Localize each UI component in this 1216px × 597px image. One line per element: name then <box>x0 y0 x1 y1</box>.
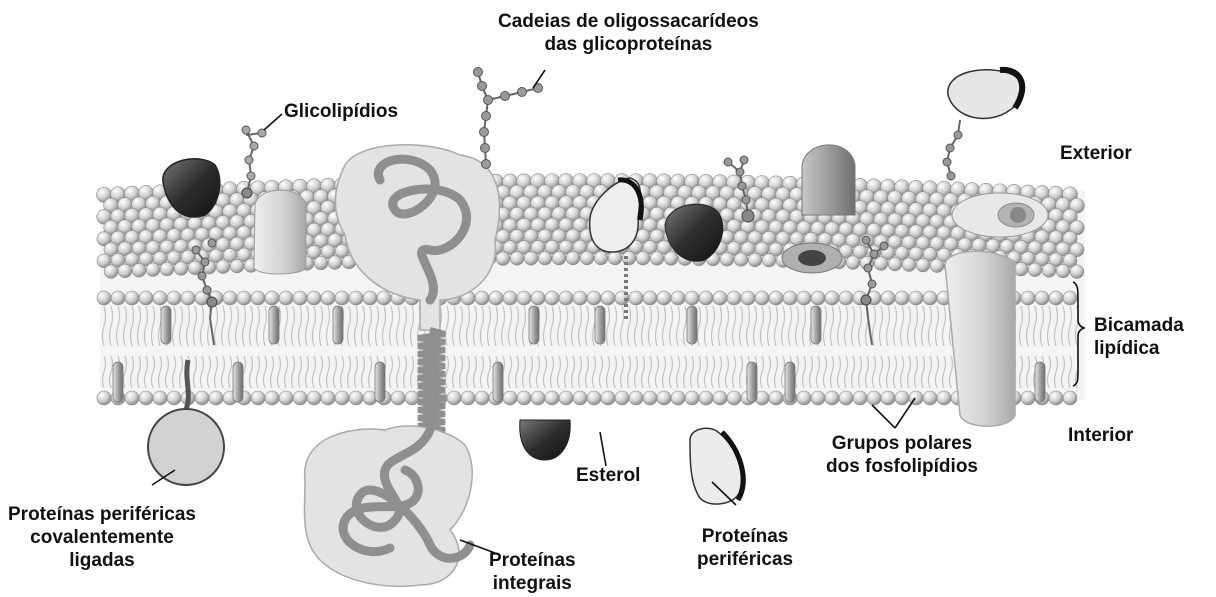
glycoprotein-oligosaccharide-chain <box>474 68 543 169</box>
peripheral-protein-bottom <box>690 428 743 504</box>
label-oligosaccharide-chains: Cadeias de oligossacarídeos das glicopro… <box>498 10 759 56</box>
label-peripheral-proteins: Proteínas periféricas <box>697 525 793 571</box>
integral-protein-tall <box>802 145 855 215</box>
label-interior: Interior <box>1068 424 1133 447</box>
label-bilayer-line2: lipídica <box>1094 337 1184 360</box>
label-peripheral-line2: periféricas <box>697 548 793 571</box>
label-polar-line1: Grupos polares <box>826 432 978 455</box>
label-bilayer-line1: Bicamada <box>1094 314 1184 337</box>
leader-esterol <box>600 432 606 466</box>
label-oligo-line2: das glicoproteínas <box>498 33 759 56</box>
label-integral-proteins: Proteínas integrais <box>489 549 576 595</box>
label-polar-line2: dos fosfolipídios <box>826 455 978 478</box>
label-glycolipids: Glicolipídios <box>284 100 398 123</box>
label-covalently-bound-peripheral: Proteínas periféricas covalentemente lig… <box>8 503 196 572</box>
channel-protein-pore <box>782 243 842 273</box>
label-sterol: Esterol <box>576 464 640 487</box>
dark-protein-bottom <box>520 420 570 460</box>
glycoprotein-right-top <box>943 70 1023 180</box>
integral-protein-left <box>254 190 306 274</box>
label-covalent-line3: ligadas <box>8 549 196 572</box>
label-oligo-line1: Cadeias de oligossacarídeos <box>498 10 759 33</box>
label-integral-line2: integrais <box>489 572 576 595</box>
lipid-bilayer <box>97 174 1086 405</box>
label-polar-groups: Grupos polares dos fosfolipídios <box>826 432 978 478</box>
label-peripheral-line1: Proteínas <box>697 525 793 548</box>
label-covalent-line1: Proteínas periféricas <box>8 503 196 526</box>
leader-glicolipidios <box>264 114 282 130</box>
label-lipid-bilayer: Bicamada lipídica <box>1094 314 1184 360</box>
label-covalent-line2: covalentemente <box>8 526 196 549</box>
label-exterior: Exterior <box>1060 142 1132 165</box>
label-integral-line1: Proteínas <box>489 549 576 572</box>
